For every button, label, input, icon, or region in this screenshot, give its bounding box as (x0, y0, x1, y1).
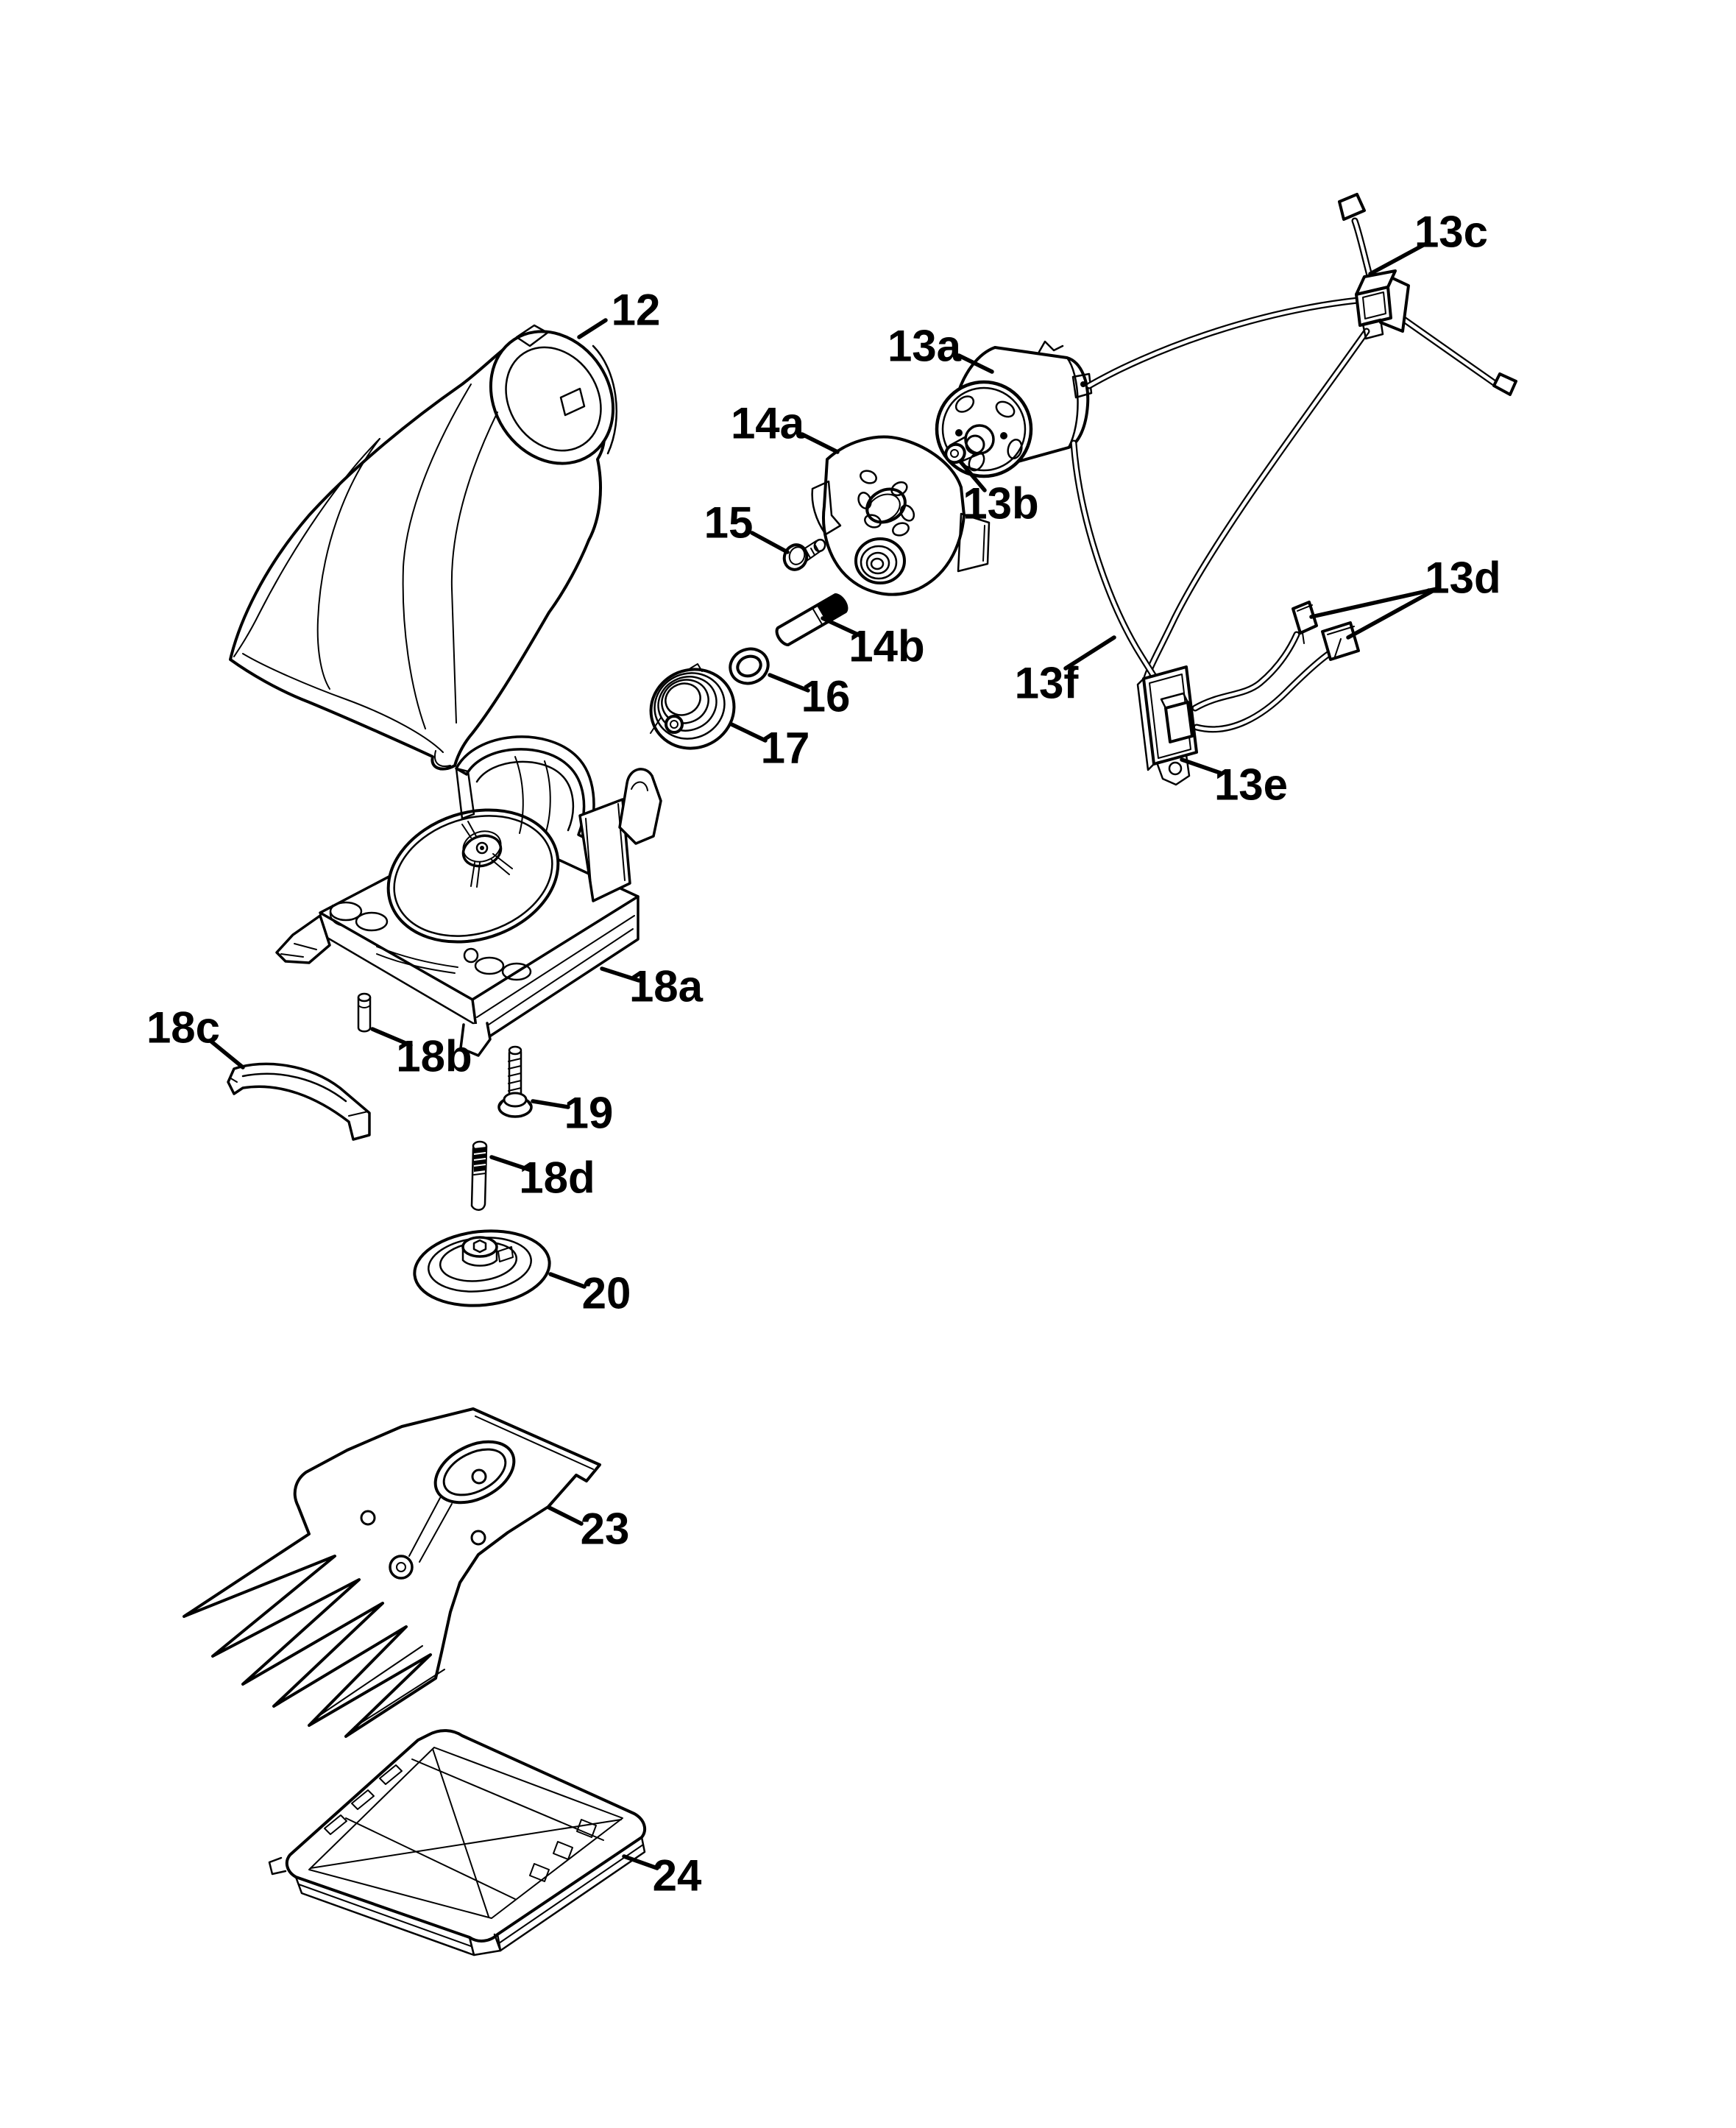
part-13c-connector (1355, 269, 1410, 340)
leader-line-24 (622, 1854, 659, 1870)
leader-line-18d (489, 1155, 534, 1173)
leader-line-13c (1368, 242, 1427, 276)
gear-plate-bearing-boss (854, 537, 906, 584)
part-18b-pin (357, 992, 372, 1033)
part-callout-12: 12 (612, 286, 661, 335)
part-12-housing-cover (229, 324, 618, 771)
leader-line-14a (800, 432, 840, 454)
wire-end-terminal-right (1492, 372, 1517, 396)
part-callout-24: 24 (653, 1851, 702, 1901)
part-17-bearing-grommet (649, 663, 736, 750)
part-callout-18c: 18c (146, 1003, 220, 1053)
part-callout-13a: 13a (888, 322, 962, 371)
leader-line-13d (1346, 587, 1439, 640)
housing-collar (489, 324, 618, 465)
part-callout-19: 19 (564, 1089, 614, 1138)
base-left-wing (275, 914, 331, 964)
part-14a-gear-plate (811, 435, 991, 596)
part-13d-terminals (1292, 601, 1360, 661)
leader-line-18c (208, 1039, 245, 1070)
part-callout-18b: 18b (396, 1032, 472, 1081)
leader-line-13b (958, 459, 987, 492)
base-screw-bosses (329, 901, 532, 981)
leader-line-18a (600, 966, 641, 983)
part-23-shear-blade (183, 1407, 601, 1738)
switch-slider-knob (1164, 701, 1194, 743)
part-24-bottom-cover (268, 1729, 647, 1956)
part-callout-18a: 18a (629, 962, 704, 1011)
leader-line-19 (531, 1099, 570, 1109)
part-16-washer (729, 647, 770, 685)
part-callout-13c: 13c (1414, 208, 1488, 257)
leader-line-13f (1063, 635, 1116, 671)
motor-face-vents (954, 395, 1023, 472)
base-front-foot (459, 1022, 492, 1057)
leader-line-17 (729, 722, 768, 743)
part-callout-16: 16 (801, 672, 851, 721)
part-13f-wire-harness (1070, 193, 1517, 733)
part-13e-switch (1136, 665, 1198, 786)
part-19-screw (497, 1045, 533, 1118)
leader-line-16 (768, 673, 810, 693)
part-20-cam-disc (413, 1229, 551, 1307)
part-callout-13d: 13d (1425, 554, 1501, 603)
part-18a-gearbox-base (275, 735, 662, 1057)
part-18c-blade-spacer (227, 1062, 371, 1141)
part-18d-blade-stud (470, 1140, 488, 1211)
cover-vent-slots (324, 1764, 597, 1882)
gear-plate-holes (857, 470, 915, 537)
part-callout-20: 20 (582, 1269, 631, 1318)
part-callout-15: 15 (704, 498, 754, 548)
leader-line-13a (957, 353, 994, 374)
wire-end-terminal-top (1338, 193, 1366, 221)
base-fan-disc (386, 808, 560, 944)
blade-cam-follower (389, 1555, 414, 1580)
leader-line-23 (547, 1505, 584, 1526)
leader-line-15 (750, 531, 790, 554)
part-callout-13f: 13f (1015, 659, 1080, 708)
leader-line-13d (1309, 587, 1439, 619)
leader-line-14b (821, 616, 863, 638)
leader-line-18b (370, 1027, 413, 1047)
leader-line-12 (577, 318, 608, 339)
part-callout-23: 23 (581, 1505, 630, 1554)
part-15-screw (782, 538, 826, 571)
cam-hex-hole (472, 1239, 487, 1254)
leader-line-20 (548, 1272, 587, 1289)
part-callout-17: 17 (761, 724, 810, 773)
part-callout-14a: 14a (731, 399, 805, 448)
part-callout-13b: 13b (963, 479, 1038, 529)
part-callout-18d: 18d (519, 1153, 595, 1203)
part-callout-14b: 14b (848, 622, 924, 671)
part-14b-pivot-pin (775, 593, 848, 647)
part-callout-13e: 13e (1214, 760, 1288, 810)
leader-line-13e (1180, 757, 1222, 775)
